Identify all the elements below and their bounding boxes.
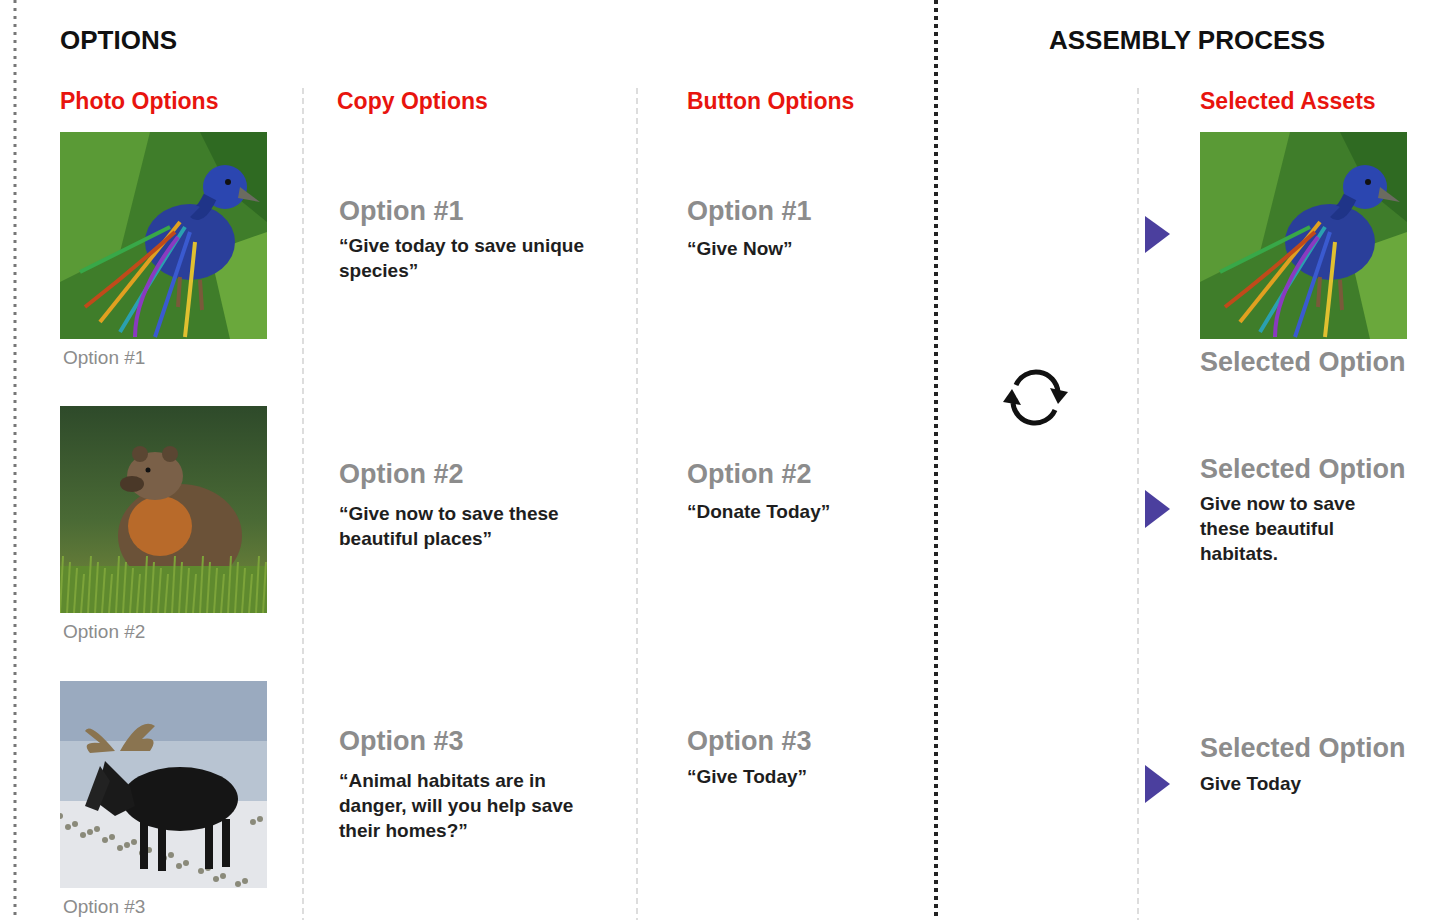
column-heading: Photo Options [60,86,218,116]
photo-option: Option #2 [60,406,267,646]
photo-caption: Selected Option [1200,346,1406,379]
photo-option: Selected Option [1200,132,1407,381]
button-text: “Donate Today” [687,499,830,524]
option-number: Option #2 [687,458,812,491]
photo-option: Option #3 [60,681,267,920]
option-number: Option #3 [687,725,812,758]
button-text: “Give Now” [687,236,793,261]
column-heading: Button Options [687,86,854,116]
photo-caption: Option #2 [63,619,145,644]
selected-copy: Give now to save these beautiful habitat… [1200,491,1400,566]
option-number: Option #3 [339,725,464,758]
photo-illustration [1200,132,1407,339]
selected-option-heading: Selected Option [1200,453,1406,486]
section-heading: OPTIONS [60,24,177,56]
selected-option-heading: Selected Option [1200,732,1406,765]
copy-text: “Give today to save unique species” [339,233,589,283]
photo-option: Option #1 [60,132,267,372]
photo-illustration [60,681,267,888]
option-number: Option #1 [339,195,464,228]
column-heading: Copy Options [337,86,488,116]
copy-text: “Animal habitats are in danger, will you… [339,768,609,843]
section-heading: ASSEMBLY PROCESS [1049,24,1325,56]
option-number: Option #1 [687,195,812,228]
column-heading: Selected Assets [1200,86,1376,116]
selected-button: Give Today [1200,771,1301,796]
photo-illustration [60,132,267,339]
photo-illustration [60,406,267,613]
copy-text: “Give now to save these beautiful places… [339,501,619,551]
photo-caption: Option #1 [63,345,145,370]
option-number: Option #2 [339,458,464,491]
button-text: “Give Today” [687,764,807,789]
photo-caption: Option #3 [63,894,145,919]
